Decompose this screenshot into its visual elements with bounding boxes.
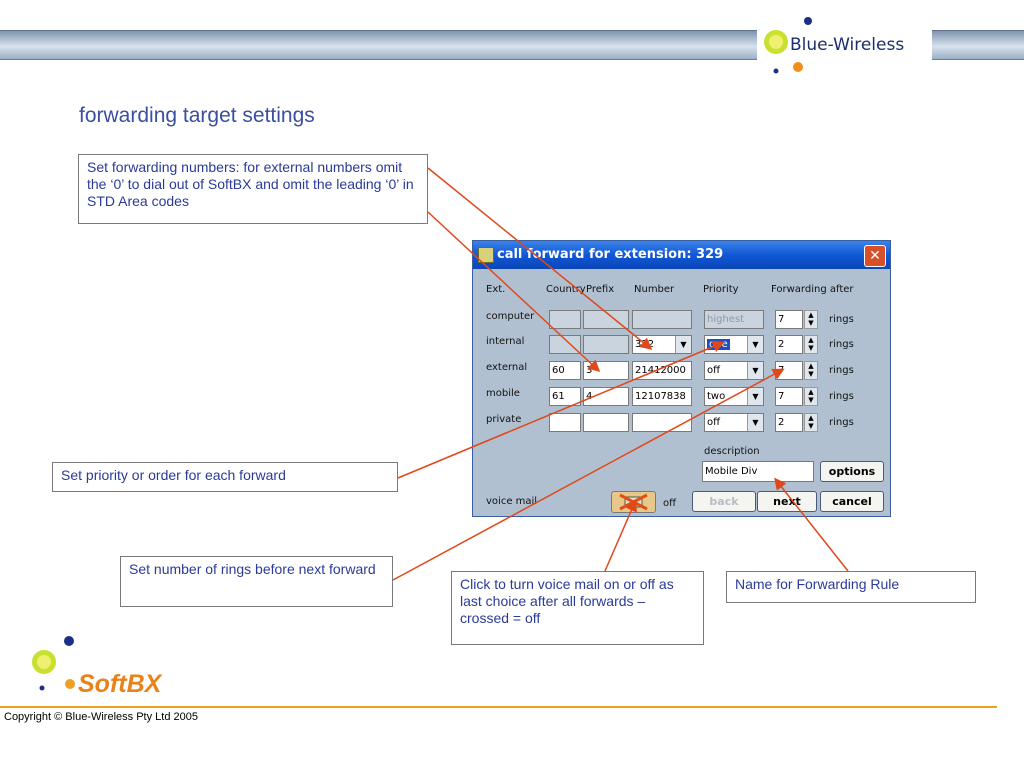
- dropdown-arrow-icon[interactable]: ▼: [747, 388, 763, 405]
- rings-value[interactable]: 7: [775, 310, 803, 329]
- softbx-logo: [32, 636, 75, 691]
- spin-arrows-icon[interactable]: ▲▼: [804, 413, 818, 432]
- prefix-field-mobile[interactable]: 4: [583, 387, 629, 406]
- rings-label: rings: [829, 314, 854, 325]
- rings-value[interactable]: 2: [775, 335, 803, 354]
- dropdown-arrow-icon[interactable]: ▼: [747, 362, 763, 379]
- copyright-text: Copyright © Blue-Wireless Pty Ltd 2005: [4, 711, 198, 723]
- spin-arrows-icon[interactable]: ▲▼: [804, 387, 818, 406]
- country-field-external[interactable]: 60: [549, 361, 581, 380]
- voicemail-label: voice mail: [486, 496, 538, 507]
- callout-voicemail: Click to turn voice mail on or off as la…: [451, 571, 704, 645]
- rings-stepper-private[interactable]: 2▲▼: [775, 413, 819, 432]
- rings-label: rings: [829, 417, 854, 428]
- priority-field-computer: highest: [704, 310, 764, 329]
- callout-numbers: Set forwarding numbers: for external num…: [78, 154, 428, 224]
- header-bar-right: [932, 30, 1024, 60]
- next-button[interactable]: next: [757, 491, 817, 512]
- callout-rings: Set number of rings before next forward: [120, 556, 393, 607]
- rings-stepper-internal[interactable]: 2▲▼: [775, 335, 819, 354]
- cancel-button[interactable]: cancel: [820, 491, 884, 512]
- spin-arrows-icon[interactable]: ▲▼: [804, 361, 818, 380]
- priority-combo-external[interactable]: off ▼: [704, 361, 764, 380]
- header-number: Number: [634, 284, 675, 295]
- country-field-internal: [549, 335, 581, 354]
- dropdown-arrow-icon[interactable]: ▼: [675, 336, 691, 353]
- combo-value: off: [707, 417, 721, 428]
- arrow-numbers-internal: [427, 167, 653, 350]
- spin-arrows-icon[interactable]: ▲▼: [804, 335, 818, 354]
- arrow-priority: [397, 340, 725, 479]
- rings-value[interactable]: 7: [775, 387, 803, 406]
- arrow-rings: [392, 368, 785, 581]
- rings-label: rings: [829, 391, 854, 402]
- rings-stepper-mobile[interactable]: 7▲▼: [775, 387, 819, 406]
- dropdown-arrow-icon[interactable]: ▼: [747, 414, 763, 431]
- footer-divider: [0, 706, 997, 708]
- arrow-numbers-external: [427, 211, 601, 373]
- callout-rule-name: Name for Forwarding Rule: [726, 571, 976, 603]
- spin-arrows-icon[interactable]: ▲▼: [804, 310, 818, 329]
- row-label-external: external: [486, 362, 528, 373]
- row-label-internal: internal: [486, 336, 525, 347]
- prefix-field-computer: [583, 310, 629, 329]
- prefix-field-private[interactable]: [583, 413, 629, 432]
- number-field-mobile[interactable]: 12107838: [632, 387, 692, 406]
- close-button[interactable]: ✕: [864, 245, 886, 267]
- header-forwarding-after: Forwarding after: [771, 284, 854, 295]
- callout-priority: Set priority or order for each forward: [52, 462, 398, 492]
- header-priority: Priority: [703, 284, 739, 295]
- row-label-mobile: mobile: [486, 388, 520, 399]
- combo-value: off: [707, 365, 721, 376]
- row-label-private: private: [486, 414, 522, 425]
- dialog-title: call forward for extension: 329: [497, 247, 724, 262]
- country-field-computer: [549, 310, 581, 329]
- dialog-titlebar[interactable]: call forward for extension: 329 ✕: [473, 241, 890, 269]
- softbx-wordmark: SoftBX: [78, 670, 162, 698]
- call-forward-dialog: call forward for extension: 329 ✕ Ext. C…: [472, 240, 891, 517]
- combo-value: two: [707, 391, 726, 402]
- header-ext: Ext.: [486, 284, 506, 295]
- number-field-computer: [632, 310, 692, 329]
- rings-label: rings: [829, 339, 854, 350]
- header-country: Country: [546, 284, 586, 295]
- number-field-external[interactable]: 21412000: [632, 361, 692, 380]
- brand-name: Blue-Wireless: [790, 35, 905, 55]
- country-field-mobile[interactable]: 61: [549, 387, 581, 406]
- priority-combo-private[interactable]: off ▼: [704, 413, 764, 432]
- header-bar-left: [0, 30, 757, 60]
- rings-label: rings: [829, 365, 854, 376]
- blue-wireless-logo: [764, 17, 812, 74]
- arrow-rule-name: [774, 477, 849, 572]
- row-label-computer: computer: [486, 311, 535, 322]
- header-prefix: Prefix: [586, 284, 615, 295]
- options-button[interactable]: options: [820, 461, 884, 482]
- arrow-voicemail: [604, 499, 637, 572]
- rings-stepper-computer[interactable]: 7▲▼: [775, 310, 819, 329]
- rings-value[interactable]: 2: [775, 413, 803, 432]
- voicemail-state: off: [663, 498, 677, 509]
- country-field-private[interactable]: [549, 413, 581, 432]
- back-button[interactable]: back: [692, 491, 756, 512]
- description-label: description: [704, 446, 760, 457]
- description-input[interactable]: Mobile Div: [702, 461, 814, 482]
- prefix-field-internal: [583, 335, 629, 354]
- dropdown-arrow-icon[interactable]: ▼: [747, 336, 763, 353]
- app-icon: [478, 247, 494, 263]
- page-title: forwarding target settings: [79, 104, 315, 127]
